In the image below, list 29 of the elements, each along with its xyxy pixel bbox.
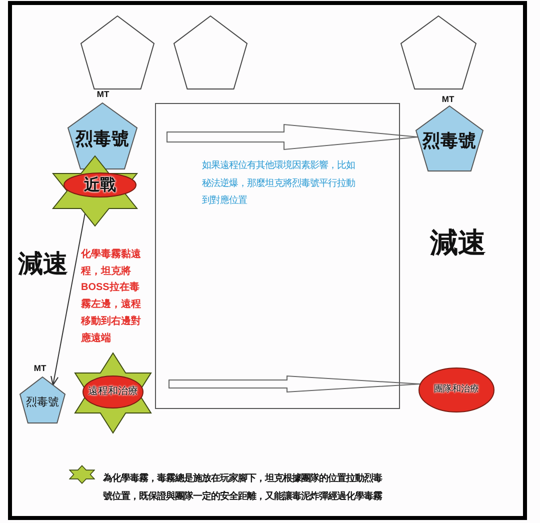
node-label: 烈毒號 (422, 133, 476, 151)
role-label: MT (96, 90, 110, 98)
legend-text: 為化學毒霧，毒霧總是施放在玩家腳下，坦克根據團隊的位置拉動烈毒號位置，既保證與團隊一定的安全距離，又能讓毒泥炸彈經過化學毒霧 (103, 472, 384, 504)
arrow (50, 213, 86, 386)
block-arrow (168, 375, 420, 393)
node-label: 烈毒號 (26, 396, 59, 408)
pentagon (80, 15, 155, 90)
role-label: MT (442, 94, 454, 104)
role-label: MT (34, 364, 46, 372)
pentagon (415, 105, 484, 172)
pentagon (173, 15, 248, 90)
star-shape (52, 155, 138, 227)
ellipse (418, 367, 495, 413)
ellipse (82, 375, 144, 409)
star-shape (74, 352, 152, 434)
node-label: 遠程和治療 (88, 387, 138, 397)
pentagon (400, 15, 477, 90)
pentagon (67, 102, 138, 170)
outline-frame (155, 103, 400, 409)
side-label: 減速 (18, 250, 69, 277)
note-text: 化學毒霧黏遠程，坦克將BOSS拉在毒霧左邊，遠程移動到右邊對應遠端 (81, 248, 142, 346)
node-label: 近戰 (84, 177, 116, 193)
block-arrow (166, 124, 418, 150)
side-label: 減速 (430, 228, 487, 258)
node-label: 團隊和治療 (434, 386, 479, 394)
pentagon (19, 376, 66, 424)
node-label: 烈毒號 (76, 131, 130, 149)
note-text: 如果遠程位有其他環境因素影響，比如秘法逆爆，那麼坦克將烈毒號平行拉動到對應位置 (202, 159, 356, 208)
ellipse (63, 172, 137, 198)
